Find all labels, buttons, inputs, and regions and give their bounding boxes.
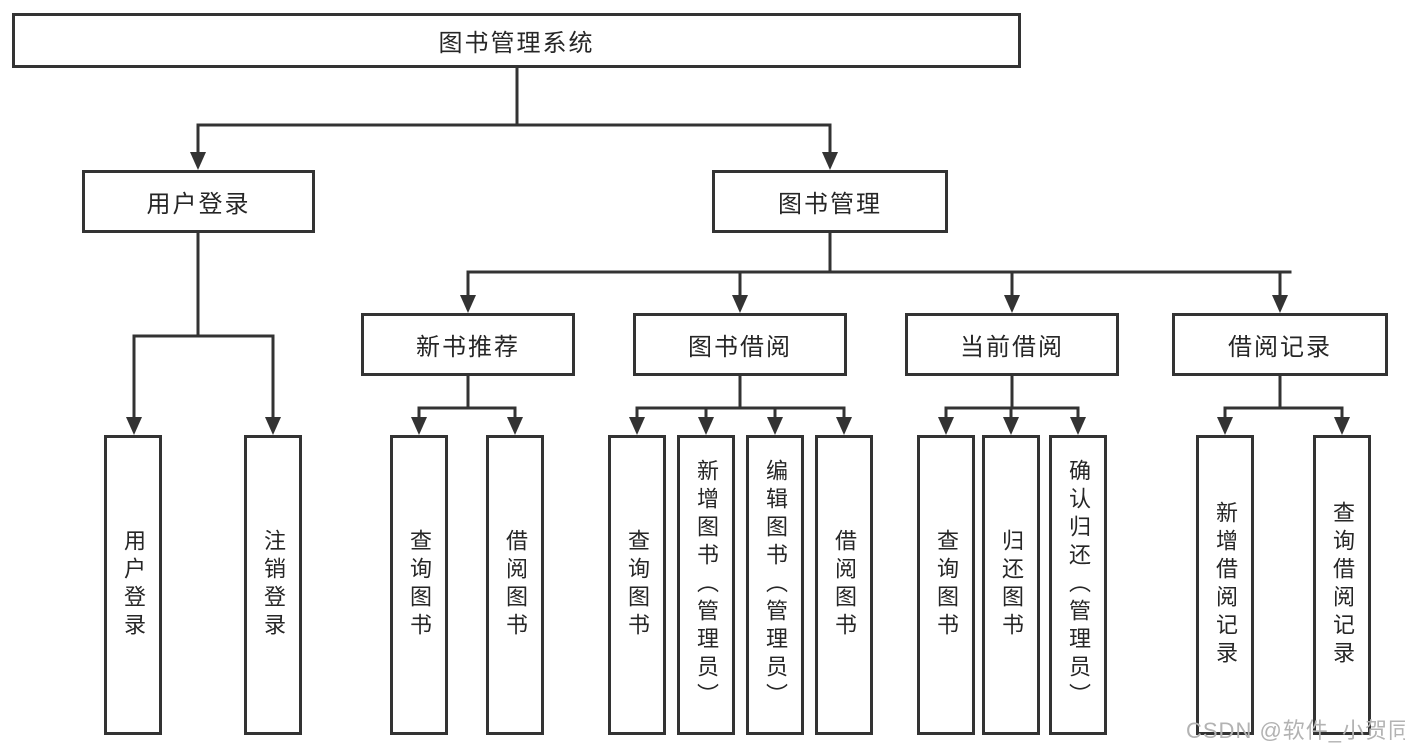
leaf-query-borrow-record: 查询借阅记录 — [1313, 435, 1371, 735]
leaf-add-borrow-record: 新增借阅记录 — [1196, 435, 1254, 735]
leaf-label: 查询图书 — [625, 529, 650, 641]
leaf-query-books-current: 查询图书 — [917, 435, 975, 735]
node-label: 借阅记录 — [1228, 334, 1332, 361]
leaf-label: 编辑图书（管理员） — [763, 459, 788, 711]
node-current-borrowing: 当前借阅 — [905, 313, 1119, 376]
node-label: 图书管理 — [778, 191, 882, 218]
node-label: 当前借阅 — [960, 334, 1064, 361]
node-label: 用户登录 — [146, 191, 251, 218]
connector-root-to-level2 — [190, 68, 838, 170]
leaf-borrow-books-recommend: 借阅图书 — [486, 435, 544, 735]
connector-book-management-children — [460, 233, 1292, 313]
node-book-management: 图书管理 — [712, 170, 948, 233]
connector-new-book-recommendation-children — [411, 376, 523, 435]
leaf-confirm-return-admin: 确认归还（管理员） — [1049, 435, 1107, 735]
watermark: CSDN @软件_小贺同学 — [1186, 718, 1405, 743]
leaf-label: 新增借阅记录 — [1213, 501, 1238, 669]
leaf-label: 确认归还（管理员） — [1066, 459, 1091, 711]
node-label: 图书管理系统 — [438, 30, 595, 57]
leaf-borrow-books: 借阅图书 — [815, 435, 873, 735]
connector-current-borrowing-children — [938, 376, 1086, 435]
connector-book-borrowing-children — [629, 376, 852, 435]
node-borrowing-records: 借阅记录 — [1172, 313, 1388, 376]
node-library-management-system: 图书管理系统 — [12, 13, 1021, 68]
leaf-label: 借阅图书 — [832, 529, 857, 641]
leaf-edit-books-admin: 编辑图书（管理员） — [746, 435, 804, 735]
leaf-label: 归还图书 — [999, 529, 1024, 641]
node-label: 图书借阅 — [688, 334, 792, 361]
node-user-login: 用户登录 — [82, 170, 315, 233]
node-new-book-recommendation: 新书推荐 — [361, 313, 575, 376]
leaf-label: 借阅图书 — [503, 529, 528, 641]
leaf-label: 查询图书 — [407, 529, 432, 641]
leaf-user-login: 用户登录 — [104, 435, 162, 735]
leaf-label: 注销登录 — [261, 529, 286, 641]
leaf-label: 查询图书 — [934, 529, 959, 641]
leaf-label: 查询借阅记录 — [1330, 501, 1355, 669]
leaf-return-books: 归还图书 — [982, 435, 1040, 735]
leaf-query-books-recommend: 查询图书 — [390, 435, 448, 735]
leaf-add-books-admin: 新增图书（管理员） — [677, 435, 735, 735]
connector-user-login-children — [126, 233, 281, 435]
node-book-borrowing: 图书借阅 — [633, 313, 847, 376]
leaf-label: 新增图书（管理员） — [694, 459, 719, 711]
node-label: 新书推荐 — [416, 334, 520, 361]
leaf-query-books-borrowing: 查询图书 — [608, 435, 666, 735]
leaf-label: 用户登录 — [121, 529, 146, 641]
connector-borrowing-records-children — [1217, 376, 1350, 435]
leaf-logout: 注销登录 — [244, 435, 302, 735]
